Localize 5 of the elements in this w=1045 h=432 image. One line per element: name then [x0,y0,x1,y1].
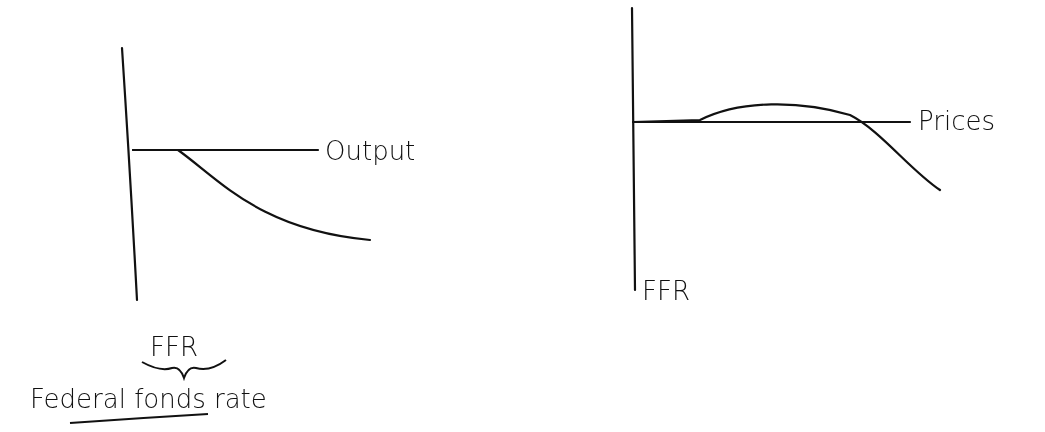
axis-label: FFR [150,334,198,360]
axis-label: FFR [642,278,690,304]
axis-label: Output [325,138,416,164]
note-text: Federal fonds rate [30,386,267,412]
axis-label: Prices [918,108,995,134]
